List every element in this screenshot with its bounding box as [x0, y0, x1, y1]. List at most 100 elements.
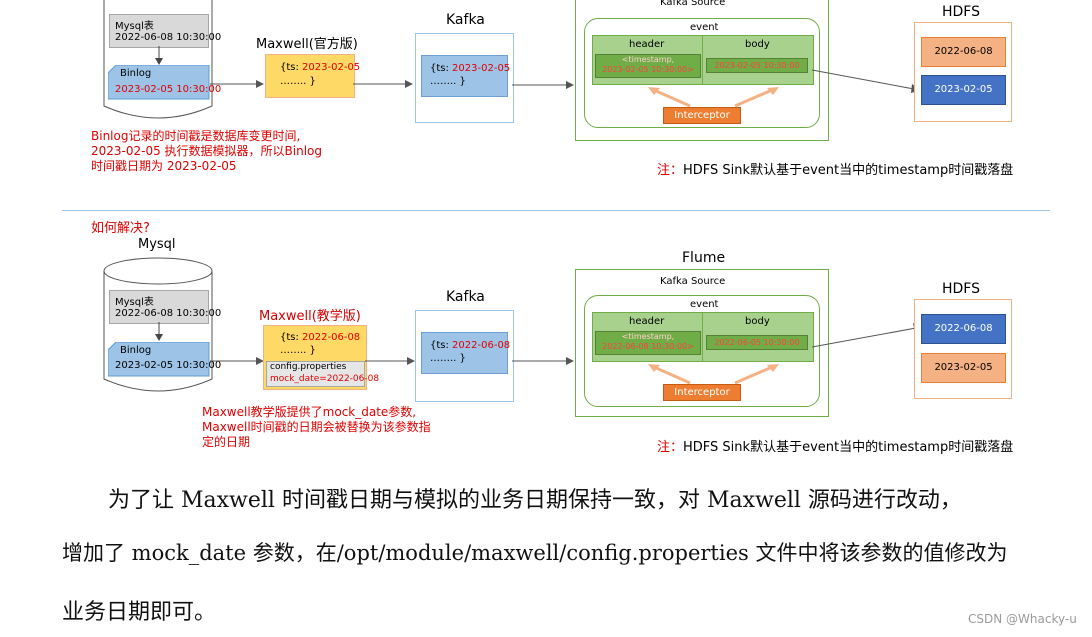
top-binlog-time: 2023-02-05 10:30:00 — [115, 84, 222, 95]
top-footnote-prefix: 注： — [657, 163, 684, 178]
bottom-arrow-kafka-flume — [512, 357, 574, 365]
bottom-kafka-ts-prefix: {ts: — [430, 340, 453, 351]
bottom-note-line1: Maxwell教学版提供了mock_date参数, — [202, 405, 417, 419]
top-maxwell-dots: …….. } — [280, 76, 316, 87]
bottom-event-label: event — [690, 299, 719, 310]
bottom-hdfs-box2: 2023-02-05 — [921, 353, 1006, 383]
bottom-question: 如何解决? — [91, 221, 150, 236]
bottom-arrow-mysql-maxwell — [210, 357, 264, 365]
top-binlog-shape — [108, 65, 210, 100]
bottom-binlog-shape — [108, 342, 210, 377]
top-mysql-table-label: Mysql表 — [115, 21, 154, 32]
top-note-line1: Binlog记录的时间戳是数据库变更时间, — [91, 129, 301, 143]
top-footnote-text: HDFS Sink默认基于event当中的timestamp时间戳落盘 — [683, 163, 1014, 178]
bottom-mysql-table-box: Mysql表 2022-06-08 10:30:00 — [109, 290, 221, 324]
top-hdfs-title: HDFS — [942, 4, 981, 20]
bottom-hdfs-box1: 2022-06-08 — [921, 314, 1006, 344]
top-kafka-source-label: Kafka Source — [660, 0, 726, 8]
top-arrow-body-hdfs — [812, 69, 921, 93]
top-hdfs-box1-value: 2022-06-08 — [934, 46, 993, 57]
bottom-kafka-source-label: Kafka Source — [660, 276, 726, 287]
top-header-value-line2: 2023-02-05 10:30:00> — [602, 65, 694, 74]
top-hdfs-box1: 2022-06-08 — [921, 37, 1006, 67]
bottom-maxwell-ts-value: 2022-06-08 — [302, 332, 361, 343]
bottom-binlog-label: Binlog — [120, 345, 152, 356]
top-binlog-label: Binlog — [120, 68, 152, 79]
paragraph-line2: 增加了 mock_date 参数，在/opt/module/maxwell/co… — [62, 541, 1008, 565]
bottom-config-value: mock_date=2022-06-08 — [270, 374, 380, 384]
top-body-label: body — [745, 39, 770, 50]
csdn-watermark: CSDN @Whacky-u — [968, 612, 1077, 626]
top-binlog-note: Binlog记录的时间戳是数据库变更时间, 2023-02-05 执行数据模拟器… — [91, 129, 322, 174]
bottom-config-box: config.properties mock_date=2022-06-08 — [266, 361, 379, 387]
top-mysql-table-time: 2022-06-08 10:30:00 — [115, 32, 222, 43]
bottom-arrow-header-hdfs — [812, 323, 923, 348]
top-kafka-dots: …….. } — [430, 76, 466, 87]
bottom-header-label: header — [629, 316, 665, 327]
top-maxwell-box: {ts: 2023-02-05 …….. } — [265, 54, 360, 98]
bottom-kafka-ts-value: 2022-06-08 — [452, 340, 511, 351]
top-interceptor-label: Interceptor — [674, 110, 730, 121]
bottom-kafka-dots: …….. } — [430, 353, 466, 364]
top-footnote: 注：HDFS Sink默认基于event当中的timestamp时间戳落盘 — [657, 159, 1013, 178]
paragraph-line1: 为了让 Maxwell 时间戳日期与模拟的业务日期保持一致，对 Maxwell … — [108, 488, 962, 513]
top-interceptor-arrows — [648, 87, 779, 108]
bottom-arrow-maxwell-kafka — [365, 357, 415, 365]
top-note-line3: 时间戳日期为 2023-02-05 — [91, 159, 237, 173]
top-kafka-box: {ts: 2023-02-05 …….. } — [421, 55, 511, 97]
top-arrow-mysql-maxwell — [210, 80, 264, 88]
top-kafka-title: Kafka — [446, 12, 485, 28]
bottom-header-value-line2: 2022-06-08 10:30:00> — [602, 342, 694, 351]
paragraph-line3: 业务日期即可。 — [62, 600, 217, 625]
top-arrow-kafka-flume — [512, 81, 574, 89]
top-maxwell-ts-value: 2023-02-05 — [302, 62, 361, 73]
bottom-header-value-box: <timestamp, 2022-06-08 10:30:00> — [595, 331, 701, 355]
bottom-config-label: config.properties — [270, 362, 347, 372]
bottom-mysql-arrow-down — [155, 322, 163, 341]
bottom-mysql-table-label: Mysql表 — [115, 297, 154, 308]
top-hdfs-box2-value: 2023-02-05 — [934, 84, 993, 95]
top-note-line2: 2023-02-05 执行数据模拟器，所以Binlog — [91, 144, 323, 158]
bottom-maxwell-dots: …….. } — [280, 345, 316, 356]
top-header-value-box: <timestamp, 2023-02-05 10:30:00> — [595, 54, 701, 78]
top-maxwell-title: Maxwell(官方版) — [256, 37, 358, 52]
top-kafka-ts-prefix: {ts: — [430, 63, 453, 74]
top-body-value: 2023-02-05 10:30:00 — [714, 61, 800, 70]
bottom-body-value-box: 2022-06-05 10:30:00 — [706, 335, 808, 350]
top-event-label: event — [690, 22, 719, 33]
top-mysql-table-box: Mysql表 2022-06-08 10:30:00 — [109, 14, 221, 48]
bottom-maxwell-title: Maxwell(教学版) — [259, 309, 361, 324]
bottom-footnote-text: HDFS Sink默认基于event当中的timestamp时间戳落盘 — [683, 440, 1014, 455]
bottom-mysql-title: Mysql — [138, 237, 176, 252]
bottom-note-line3: 定的日期 — [202, 435, 251, 449]
bottom-footnote: 注：HDFS Sink默认基于event当中的timestamp时间戳落盘 — [657, 436, 1013, 455]
top-mysql-arrow-down — [155, 46, 163, 65]
bottom-interceptor: Interceptor — [663, 384, 741, 401]
top-hdfs-box2: 2023-02-05 — [921, 75, 1006, 105]
bottom-hdfs-box2-value: 2023-02-05 — [934, 362, 993, 373]
bottom-kafka-box: {ts: 2022-06-08 …….. } — [421, 332, 511, 374]
section-divider — [62, 210, 1050, 211]
top-header-label: header — [629, 39, 665, 50]
bottom-maxwell-ts-prefix: {ts: — [280, 332, 303, 343]
bottom-header-value-line1: <timestamp, — [621, 332, 675, 341]
top-body-value-box: 2023-02-05 10:30:00 — [706, 58, 808, 73]
bottom-interceptor-label: Interceptor — [674, 387, 730, 398]
top-header-value-line1: <timestamp, — [621, 55, 675, 64]
bottom-body-value: 2022-06-05 10:30:00 — [714, 338, 800, 347]
bottom-kafka-title: Kafka — [446, 289, 485, 305]
bottom-binlog-time: 2023-02-05 10:30:00 — [115, 360, 222, 371]
bottom-hdfs-title: HDFS — [942, 281, 981, 297]
bottom-mysql-table-time: 2022-06-08 10:30:00 — [115, 308, 222, 319]
top-interceptor: Interceptor — [663, 107, 741, 124]
top-arrow-maxwell-kafka — [353, 80, 413, 88]
bottom-footnote-prefix: 注： — [657, 440, 684, 455]
bottom-hdfs-box1-value: 2022-06-08 — [934, 323, 993, 334]
top-kafka-ts-value: 2023-02-05 — [452, 63, 511, 74]
bottom-maxwell-note: Maxwell教学版提供了mock_date参数, Maxwell时间戳的日期会… — [202, 405, 431, 450]
bottom-note-line2: Maxwell时间戳的日期会被替换为该参数指 — [202, 420, 431, 434]
bottom-interceptor-arrows — [648, 364, 779, 385]
bottom-flume-title: Flume — [682, 250, 726, 266]
bottom-body-label: body — [745, 316, 770, 327]
top-maxwell-ts-prefix: {ts: — [280, 62, 303, 73]
